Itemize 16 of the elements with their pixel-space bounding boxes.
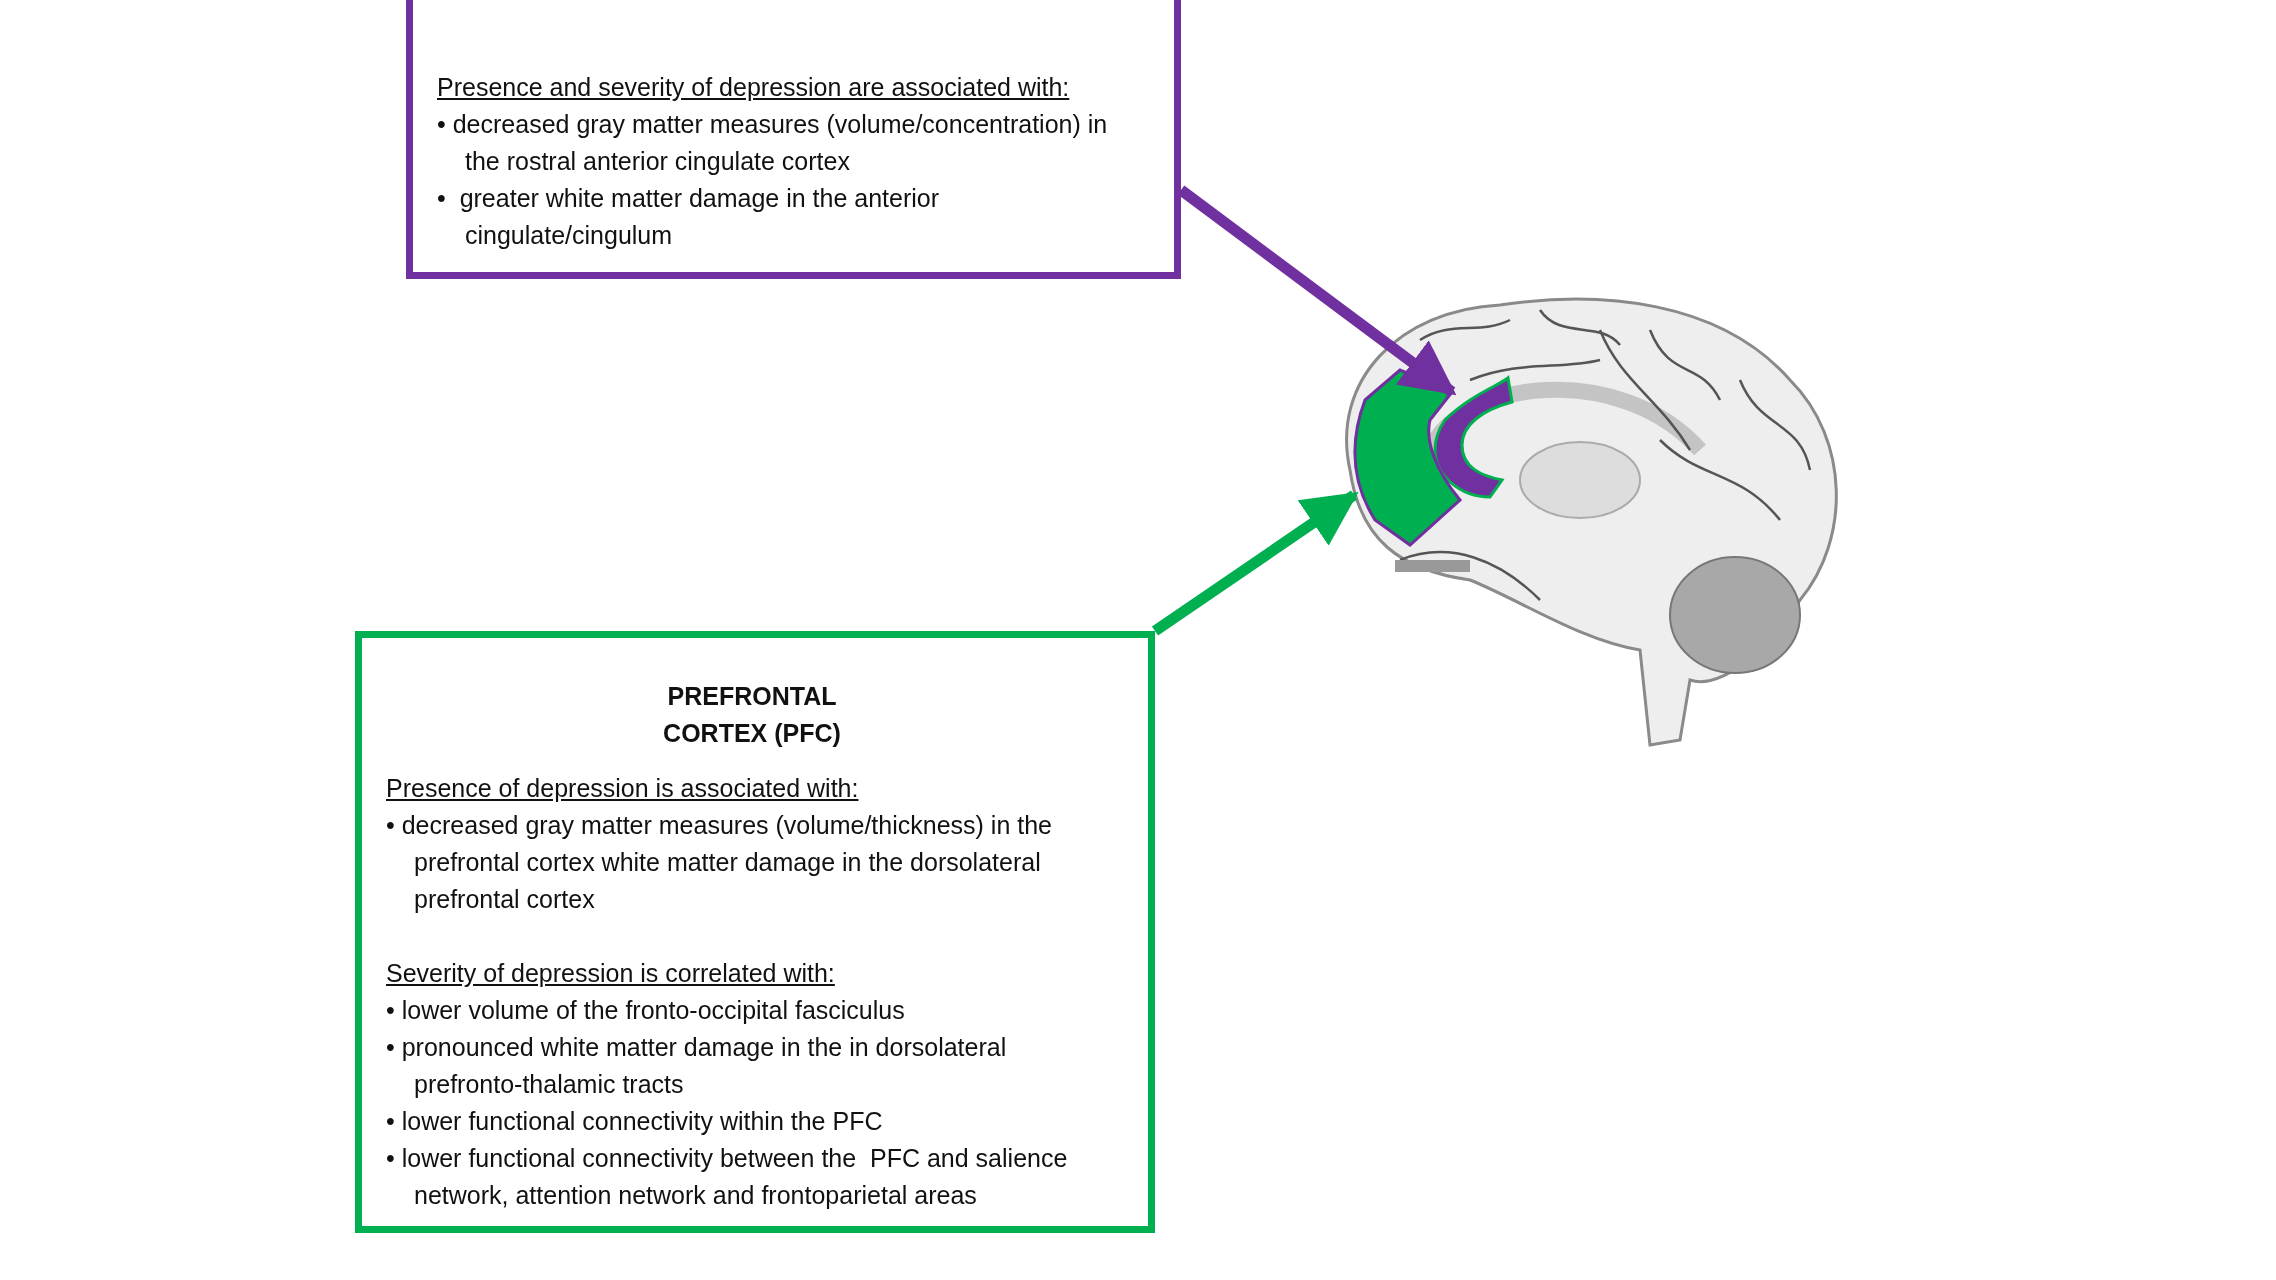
prefrontal-region bbox=[1353, 368, 1462, 547]
bullet-item: • lower volume of the fronto-occipital fasciculus bbox=[386, 995, 906, 1026]
section-heading: Presence of depression is associated with: bbox=[386, 773, 860, 804]
box-title: PREFRONTAL CORTEX (PFC) bbox=[662, 681, 842, 749]
section-heading: Presence and severity of depression are associated with: bbox=[437, 72, 1071, 103]
bullet-item: • decreased gray matter measures (volume/concentration) in the rostral anterior cingulate cortex bbox=[437, 109, 1109, 177]
bullet-item: • lower functional connectivity within the PFC bbox=[386, 1106, 884, 1137]
bullet-item: • decreased gray matter measures (volume/thickness) in the prefrontal cortex white matter damage in the dorsolateral prefrontal cortex bbox=[386, 810, 1053, 915]
bullet-item: • lower functional connectivity between the PFC and salience network, attention network and frontoparietal areas bbox=[386, 1143, 1069, 1211]
anterior-cingulate-region bbox=[1433, 376, 1514, 499]
text-box bbox=[406, 0, 1181, 279]
arrow bbox=[1151, 490, 1359, 636]
section-heading: Severity of depression is correlated with: bbox=[386, 958, 836, 989]
bullet-item: • pronounced white matter damage in the in dorsolateral prefronto-thalamic tracts bbox=[386, 1032, 1008, 1100]
bullet-item: • greater white matter damage in the anterior cingulate/cingulum bbox=[437, 183, 941, 251]
text-box bbox=[355, 631, 1155, 1233]
